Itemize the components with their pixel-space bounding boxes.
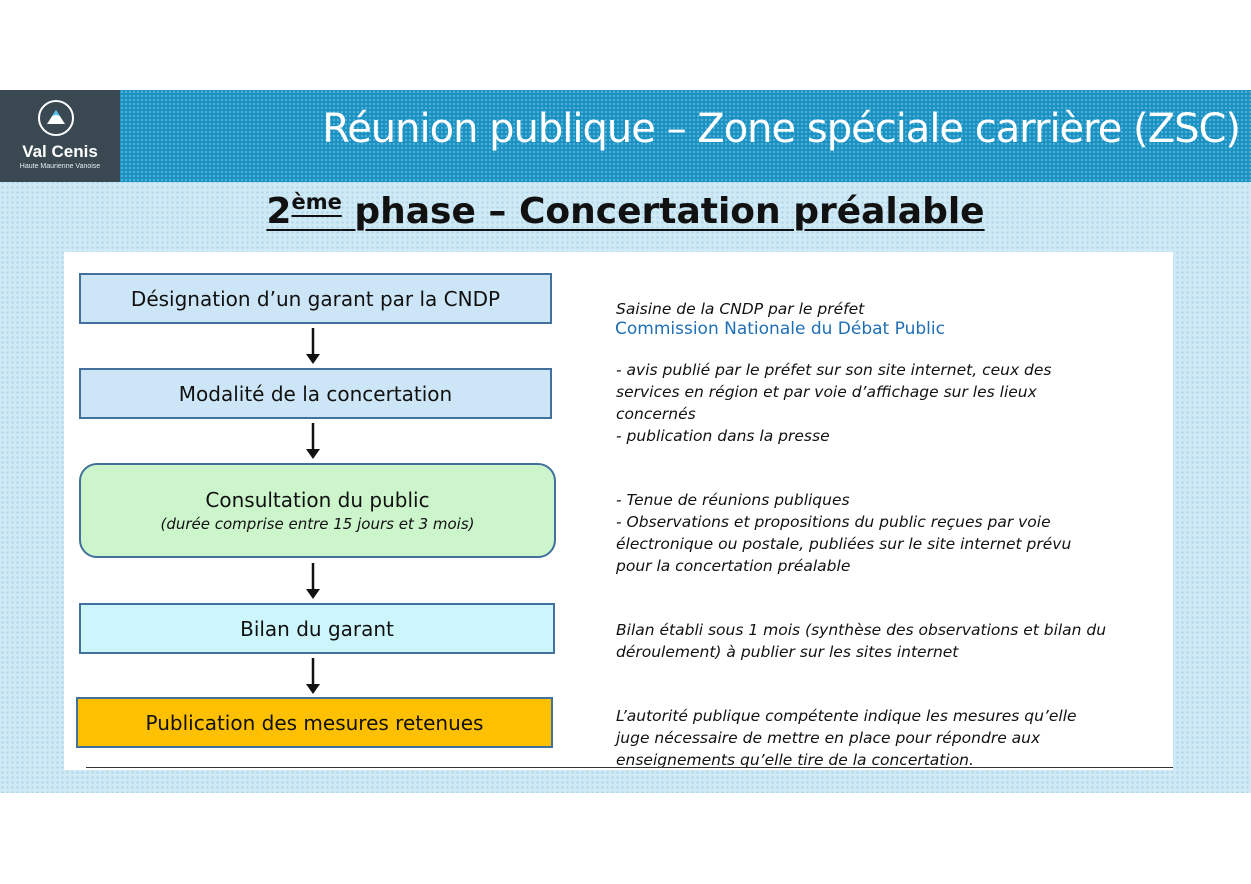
- description-publication: L’autorité publique compétente indique l…: [616, 707, 1077, 769]
- arrow-down-icon: [306, 423, 320, 459]
- step-label: Bilan du garant: [240, 616, 394, 641]
- step-publication: Publication des mesures retenues: [76, 697, 553, 748]
- step-sublabel: (durée comprise entre 15 jours et 3 mois…: [160, 515, 475, 533]
- header-bar: [0, 90, 1251, 182]
- section-superscript: ème: [291, 190, 342, 214]
- logo-subtitle: Haute Maurienne Vanoise: [19, 163, 101, 170]
- page-title: Réunion publique – Zone spéciale carrièr…: [322, 106, 1241, 152]
- step-label: Modalité de la concertation: [178, 381, 453, 406]
- description-bilan: Bilan établi sous 1 mois (synthèse des o…: [616, 621, 1107, 661]
- step-bilan: Bilan du garant: [79, 603, 555, 654]
- step-label: Consultation du public: [205, 488, 430, 512]
- description-consultation: - Tenue de réunions publiques - Observat…: [616, 491, 1072, 575]
- section-title: 2ème phase – Concertation préalable: [0, 190, 1251, 232]
- logo-name: Val Cenis: [22, 142, 98, 161]
- arrow-down-icon: [306, 658, 320, 694]
- step-designation: Désignation d’un garant par la CNDP: [79, 273, 552, 324]
- description-modalite: - avis publié par le préfet sur son site…: [616, 361, 1052, 445]
- arrow-down-icon: [306, 328, 320, 364]
- logo: Val Cenis Haute Maurienne Vanoise: [0, 90, 120, 182]
- step-label: Publication des mesures retenues: [145, 710, 484, 735]
- mountain-icon: [38, 100, 74, 136]
- description-designation: Saisine de la CNDP par le préfet: [616, 300, 865, 318]
- step-modalite: Modalité de la concertation: [79, 368, 552, 419]
- cndp-full-name: Commission Nationale du Débat Public: [615, 319, 945, 339]
- bottom-rule: [86, 767, 1173, 768]
- section-number: 2: [266, 191, 292, 232]
- step-label: Désignation d’un garant par la CNDP: [130, 286, 501, 311]
- section-text: phase – Concertation préalable: [341, 191, 985, 232]
- arrow-down-icon: [306, 563, 320, 599]
- step-consultation: Consultation du public (durée comprise e…: [79, 463, 556, 558]
